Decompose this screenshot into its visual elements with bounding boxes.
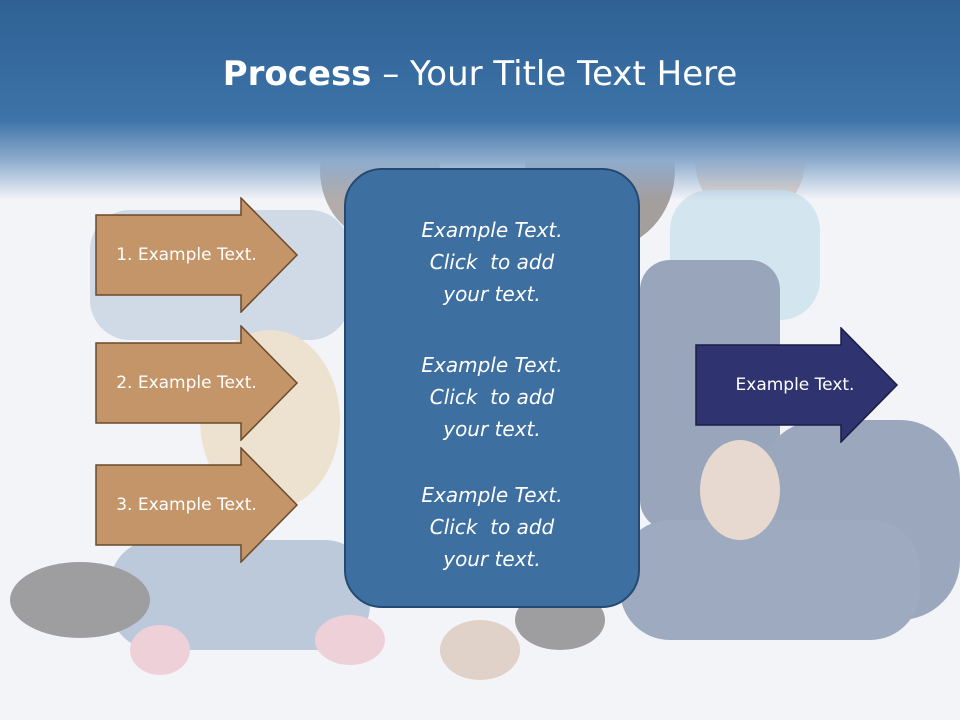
- center-text-panel[interactable]: Example Text. Click to add your text. Ex…: [344, 168, 640, 608]
- step-arrow-2[interactable]: 2. Example Text.: [95, 325, 299, 441]
- panel-block-1-line-2: Click to add: [429, 250, 555, 274]
- header-band: [0, 0, 960, 200]
- step-label-3: 3. Example Text.: [116, 495, 257, 515]
- panel-block-3-line-1: Example Text.: [421, 483, 563, 507]
- result-label: Example Text.: [735, 375, 855, 395]
- panel-block-2-line-1: Example Text.: [421, 353, 563, 377]
- step-label-2: 2. Example Text.: [116, 373, 257, 393]
- step-arrow-1[interactable]: 1. Example Text.: [95, 197, 299, 313]
- step-arrow-3[interactable]: 3. Example Text.: [95, 447, 299, 563]
- title-bold: Process: [222, 54, 372, 94]
- panel-block-3[interactable]: Example Text. Click to add your text.: [346, 479, 638, 575]
- slide-title[interactable]: Process – Your Title Text Here: [0, 52, 960, 96]
- title-rest: – Your Title Text Here: [371, 54, 738, 94]
- arrow-shape: [95, 197, 299, 313]
- arrow-shape: [95, 447, 299, 563]
- arrow-shape: [695, 327, 899, 443]
- panel-block-3-line-3: your text.: [443, 547, 541, 571]
- panel-block-2-line-2: Click to add: [429, 385, 555, 409]
- panel-block-1-line-3: your text.: [443, 282, 541, 306]
- panel-block-2-line-3: your text.: [443, 417, 541, 441]
- result-arrow[interactable]: Example Text.: [695, 327, 899, 443]
- panel-block-3-line-2: Click to add: [429, 515, 555, 539]
- panel-block-1[interactable]: Example Text. Click to add your text.: [346, 214, 638, 310]
- panel-block-2[interactable]: Example Text. Click to add your text.: [346, 349, 638, 445]
- step-label-1: 1. Example Text.: [116, 245, 257, 265]
- panel-block-1-line-1: Example Text.: [421, 218, 563, 242]
- arrow-shape: [95, 325, 299, 441]
